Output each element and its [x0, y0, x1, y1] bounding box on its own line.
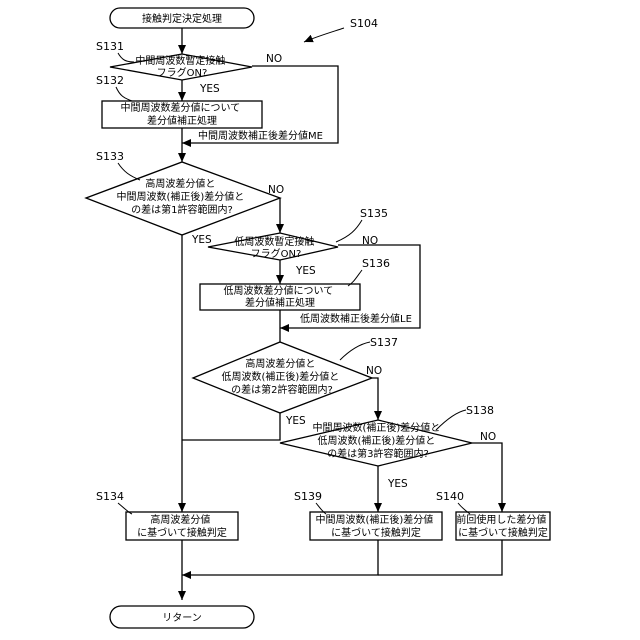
- process-s140: 前回使用した差分値 に基づいて接触判定: [456, 512, 550, 540]
- process-s136: 低周波数差分値について 差分値補正処理: [200, 284, 360, 310]
- s135-no: NO: [362, 235, 378, 247]
- figure-reference: S104: [304, 17, 378, 42]
- decision-s137: 高周波差分値と 低周波数(補正後)差分値と の差は第2許容範囲内?: [193, 342, 372, 413]
- s133-yes: YES: [191, 234, 212, 246]
- output-me-label: 中間周波数補正後差分値ME: [198, 129, 323, 142]
- decision-s131: 中間周波数暫定接触 フラグON?: [110, 54, 252, 80]
- step-s137: S137: [370, 336, 398, 349]
- decision-s135: 低周波数暫定接触 フラグON?: [208, 233, 338, 260]
- process-s134: 高周波差分値 に基づいて接触判定: [126, 512, 238, 540]
- start-terminal: 接触判定決定処理: [110, 8, 254, 28]
- decision-s135-text: 低周波数暫定接触 フラグON?: [234, 235, 317, 260]
- process-s132: 中間周波数差分値について 差分値補正処理: [102, 101, 262, 128]
- figure-label: S104: [350, 17, 378, 30]
- step-s138: S138: [466, 404, 494, 417]
- decision-s138-text: 中間周波数(補正後)差分値と 低周波数(補正後)差分値と の差は第3許容範囲内?: [313, 421, 444, 460]
- output-le-label: 低周波数補正後差分値LE: [300, 312, 412, 325]
- s131-no: NO: [266, 53, 282, 65]
- step-s139: S139: [294, 490, 322, 503]
- process-s139: 中間周波数(補正後)差分値 に基づいて接触判定: [310, 512, 442, 540]
- s138-yes: YES: [387, 478, 408, 490]
- step-s131: S131: [96, 40, 124, 53]
- s135-yes: YES: [295, 265, 316, 277]
- decision-s133: 高周波差分値と 中間周波数(補正後)差分値と の差は第1許容範囲内?: [86, 162, 280, 235]
- s133-no: NO: [268, 184, 284, 196]
- end-label: リターン: [162, 612, 202, 624]
- step-s133: S133: [96, 150, 124, 163]
- s137-yes: YES: [285, 415, 306, 427]
- step-s135: S135: [360, 207, 388, 220]
- end-terminal: リターン: [110, 606, 254, 628]
- start-label: 接触判定決定処理: [142, 12, 222, 25]
- decision-s138: 中間周波数(補正後)差分値と 低周波数(補正後)差分値と の差は第3許容範囲内?: [280, 420, 472, 466]
- step-s140: S140: [436, 490, 464, 503]
- step-s132: S132: [96, 74, 124, 87]
- s137-no: NO: [366, 365, 382, 377]
- s138-no: NO: [480, 431, 496, 443]
- step-s136: S136: [362, 257, 390, 270]
- decision-s131-text: 中間周波数暫定接触 フラグON?: [135, 54, 228, 79]
- s131-yes: YES: [199, 83, 220, 95]
- step-s134: S134: [96, 490, 124, 503]
